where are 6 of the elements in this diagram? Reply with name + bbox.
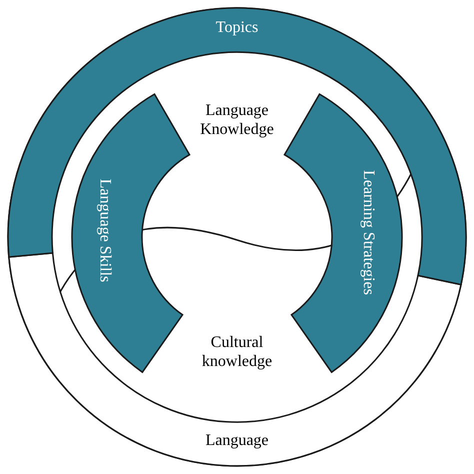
band-label: Learning Strategies: [358, 170, 378, 294]
band-label: Language: [204, 430, 270, 450]
band-label: Language Skills: [95, 178, 114, 282]
text-label: Cultural knowledge: [200, 333, 274, 371]
text-label: Language Knowledge: [199, 101, 275, 139]
band-label: Topics: [214, 18, 260, 36]
